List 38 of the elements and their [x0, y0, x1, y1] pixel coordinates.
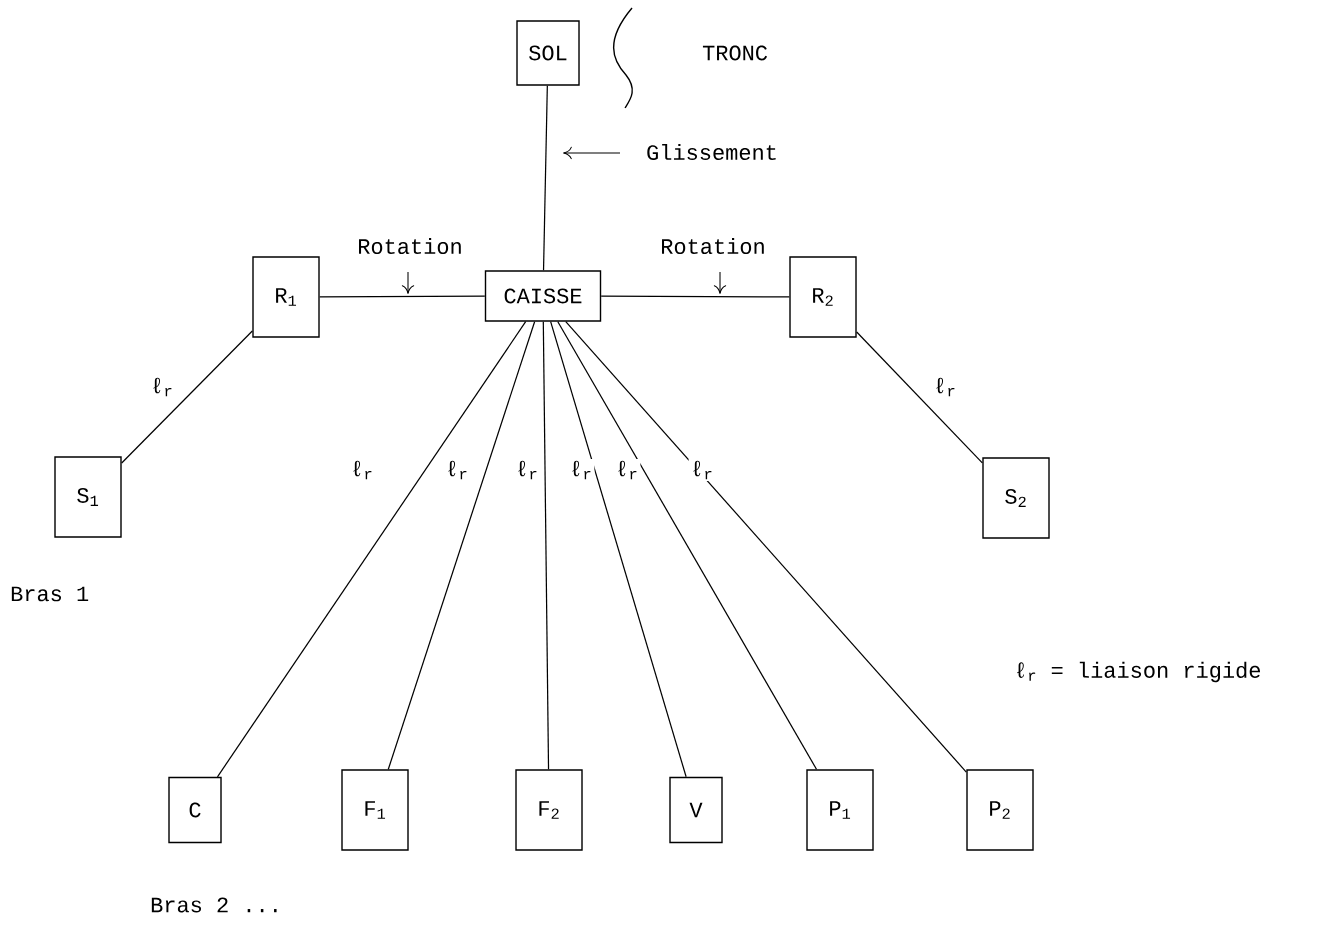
node-box: R$_{1}$	[252, 256, 320, 338]
node-box: R$_{2}$	[789, 256, 857, 338]
connector-line	[387, 321, 536, 770]
node-box: C	[168, 776, 222, 844]
connector-line	[216, 321, 527, 778]
node-box: CAISSE	[484, 270, 602, 322]
node-box: S$_{2}$	[982, 457, 1050, 539]
text-label: TRONC	[702, 45, 768, 61]
node-box: SOL	[516, 20, 580, 86]
connector-line	[550, 321, 687, 778]
connector-line	[557, 321, 818, 770]
node-box: P$_{1}$	[806, 769, 874, 851]
edge-label: Rotation	[658, 236, 768, 256]
edge-label: Glissement	[644, 142, 780, 162]
text-label: Bras 1	[11, 586, 89, 602]
edge-label: Rotation	[355, 236, 465, 256]
edge-label: ℓ$_{r}$	[443, 459, 471, 481]
connector-line	[121, 330, 253, 464]
edge-label: ℓ$_{r}$	[567, 459, 595, 481]
text-label: ℓ$_{r}$ = liaison rigide	[1017, 661, 1260, 683]
connector-line	[565, 321, 967, 773]
connector-line	[542, 321, 550, 770]
edge-label: ℓ$_{r}$	[148, 376, 176, 398]
edge-label: ℓ$_{r}$	[513, 459, 541, 481]
node-box: P$_{2}$	[966, 769, 1034, 851]
node-box: V	[669, 776, 723, 844]
connector-line	[600, 295, 790, 298]
edge-label: ℓ$_{r}$	[931, 376, 959, 398]
edge-label: ℓ$_{r}$	[688, 459, 716, 481]
node-box: S$_{1}$	[54, 456, 122, 538]
edge-label: ℓ$_{r}$	[348, 459, 376, 481]
connector-line	[542, 85, 548, 271]
connector-line	[856, 331, 983, 464]
edge-label: ℓ$_{r}$	[613, 459, 641, 481]
connector-line	[319, 295, 486, 298]
node-box: F$_{2}$	[515, 769, 583, 851]
node-box: F$_{1}$	[341, 769, 409, 851]
text-label: Bras 2 ...	[151, 897, 277, 913]
